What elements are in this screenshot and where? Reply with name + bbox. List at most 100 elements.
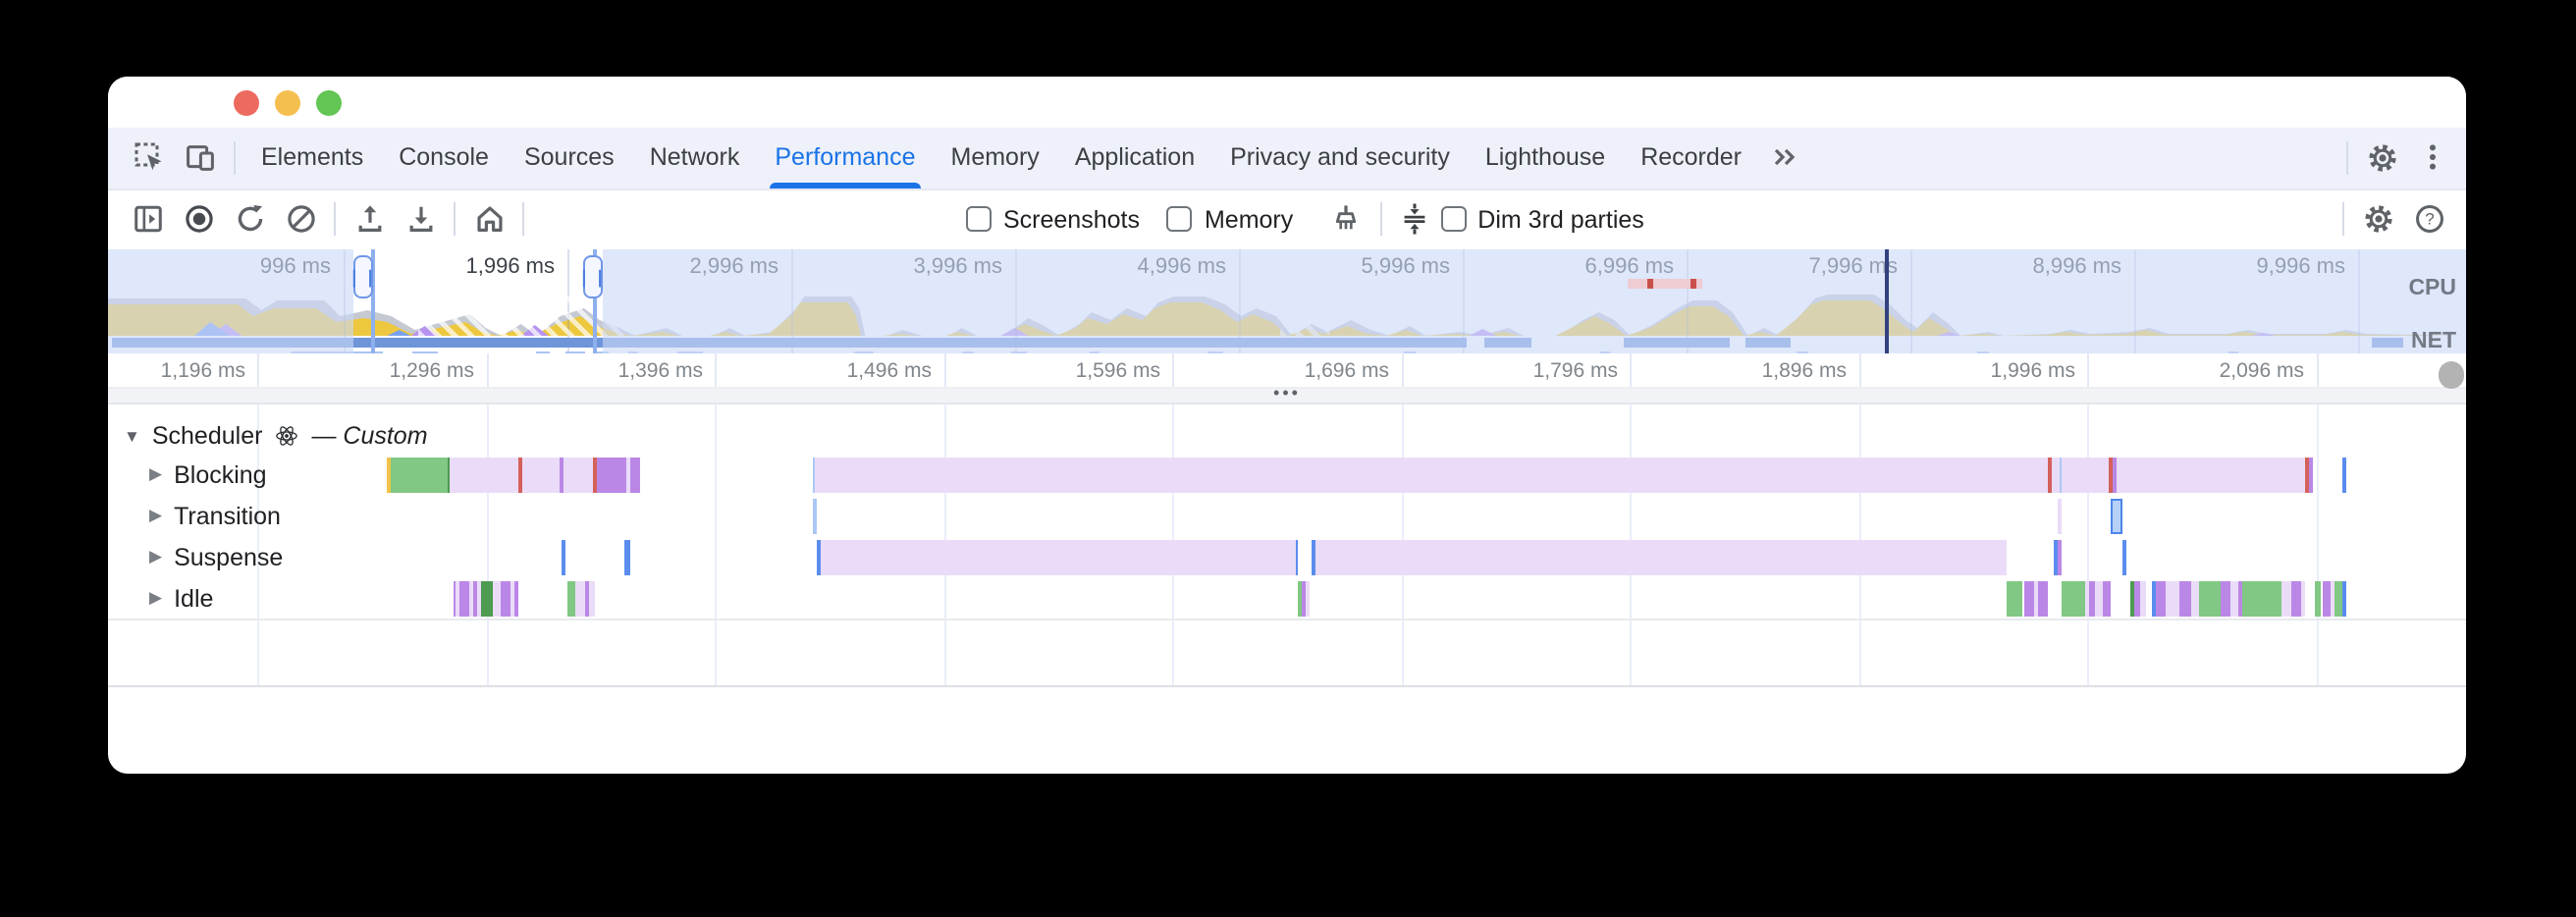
flame-segment-idle[interactable] xyxy=(2221,580,2230,616)
toggle-sidebar-icon[interactable] xyxy=(122,195,173,243)
collapse-flame-icon[interactable] xyxy=(1389,195,1440,243)
row-label-suspense[interactable]: ▶Suspense xyxy=(149,539,283,574)
flame-segment-blocking[interactable] xyxy=(592,457,596,492)
flame-segment-idle[interactable] xyxy=(477,580,481,616)
flame-segment-blocking[interactable] xyxy=(2047,457,2051,492)
flame-segment-idle[interactable] xyxy=(2084,580,2088,616)
tab-application[interactable]: Application xyxy=(1074,143,1196,172)
flame-segment-idle[interactable] xyxy=(2023,580,2034,616)
flame-segment-blocking[interactable] xyxy=(2342,457,2345,492)
dim-3rd-parties-checkbox[interactable] xyxy=(1440,206,1467,232)
flame-segment-idle[interactable] xyxy=(493,580,501,616)
inspect-element-icon[interactable] xyxy=(124,138,175,178)
upload-profile-icon[interactable] xyxy=(344,195,395,243)
flame-segment-suspense[interactable] xyxy=(1295,539,1298,574)
flame-segment-idle[interactable] xyxy=(2155,580,2165,616)
flame-segment-idle[interactable] xyxy=(2242,580,2281,616)
tab-elements[interactable]: Elements xyxy=(261,143,364,172)
flame-segment-idle[interactable] xyxy=(1306,580,1309,616)
flame-segment-transition[interactable] xyxy=(812,498,816,533)
flame-segment-suspense[interactable] xyxy=(2058,539,2061,574)
flame-segment-blocking[interactable] xyxy=(2304,457,2308,492)
flame-segment-suspense[interactable] xyxy=(2054,539,2058,574)
tab-console[interactable]: Console xyxy=(399,143,489,172)
flame-segment-transition[interactable] xyxy=(2110,498,2121,533)
flame-segment-idle[interactable] xyxy=(2300,580,2305,616)
flame-segment-transition[interactable] xyxy=(2058,498,2062,533)
tab-performance[interactable]: Performance xyxy=(757,128,933,189)
flame-segment-idle[interactable] xyxy=(2094,580,2102,616)
flame-segment-idle[interactable] xyxy=(2062,580,2084,616)
flame-segment-suspense[interactable] xyxy=(1311,539,1315,574)
flame-segment-blocking[interactable] xyxy=(2059,457,2062,492)
panel-resize-handle[interactable]: ••• xyxy=(108,383,2466,405)
flame-segment-idle[interactable] xyxy=(2290,580,2300,616)
flame-segment-blocking[interactable] xyxy=(815,457,2047,492)
tab-sources[interactable]: Sources xyxy=(523,143,615,172)
flame-segment-idle[interactable] xyxy=(2230,580,2238,616)
more-tabs-button[interactable] xyxy=(1759,144,1810,172)
expand-arrow-icon[interactable]: ▶ xyxy=(149,587,163,607)
flame-segment-idle[interactable] xyxy=(481,580,493,616)
flame-segment-idle[interactable] xyxy=(501,580,510,616)
flame-segment-idle[interactable] xyxy=(2334,580,2342,616)
tab-lighthouse[interactable]: Lighthouse xyxy=(1484,143,1606,172)
record-icon[interactable] xyxy=(173,195,224,243)
flame-segment-idle[interactable] xyxy=(2314,580,2321,616)
track-header-scheduler[interactable]: ▼ Scheduler — Custom xyxy=(124,422,428,450)
selection-right-handle[interactable]: ❘❘ xyxy=(577,255,607,298)
flame-segment-blocking[interactable] xyxy=(812,457,815,492)
flame-segment-idle[interactable] xyxy=(2281,580,2290,616)
flame-segment-idle[interactable] xyxy=(2038,580,2048,616)
flame-segment-blocking[interactable] xyxy=(629,457,639,492)
flame-segment-idle[interactable] xyxy=(2034,580,2038,616)
flame-segment-blocking[interactable] xyxy=(522,457,560,492)
tab-recorder[interactable]: Recorder xyxy=(1640,143,1743,172)
flame-segment-idle[interactable] xyxy=(2179,580,2191,616)
flame-segment-idle[interactable] xyxy=(2198,580,2221,616)
flame-segment-blocking[interactable] xyxy=(560,457,563,492)
flame-segment-suspense[interactable] xyxy=(820,539,1295,574)
flame-segment-idle[interactable] xyxy=(2006,580,2022,616)
flame-segment-blocking[interactable] xyxy=(447,457,450,492)
row-label-blocking[interactable]: ▶Blocking xyxy=(149,457,267,492)
device-toolbar-icon[interactable] xyxy=(175,138,226,178)
flame-segment-idle[interactable] xyxy=(2238,580,2241,616)
flame-segment-idle[interactable] xyxy=(589,580,594,616)
flame-segment-blocking[interactable] xyxy=(563,457,592,492)
flame-segment-idle[interactable] xyxy=(2133,580,2140,616)
flame-segment-idle[interactable] xyxy=(2331,580,2334,616)
row-label-idle[interactable]: ▶Idle xyxy=(149,580,213,616)
flame-segment-suspense[interactable] xyxy=(2121,539,2125,574)
close-window-button[interactable] xyxy=(234,89,259,115)
flame-segment-idle[interactable] xyxy=(584,580,589,616)
flame-segment-idle[interactable] xyxy=(469,580,472,616)
flame-segment-blocking[interactable] xyxy=(450,457,518,492)
flame-segment-blocking[interactable] xyxy=(387,457,391,492)
flame-segment-idle[interactable] xyxy=(514,580,518,616)
flame-segment-idle[interactable] xyxy=(2323,580,2331,616)
flame-segment-blocking[interactable] xyxy=(2117,457,2304,492)
flame-segment-blocking[interactable] xyxy=(596,457,626,492)
flame-segment-idle[interactable] xyxy=(2140,580,2146,616)
flame-segment-suspense[interactable] xyxy=(817,539,820,574)
flame-segment-idle[interactable] xyxy=(2191,580,2198,616)
row-label-transition[interactable]: ▶Transition xyxy=(149,498,281,533)
download-profile-icon[interactable] xyxy=(395,195,446,243)
flame-segment-idle[interactable] xyxy=(2152,580,2155,616)
flame-segment-idle[interactable] xyxy=(1302,580,1306,616)
help-icon[interactable]: ? xyxy=(2403,195,2454,243)
panel-settings-gear-icon[interactable] xyxy=(2352,195,2403,243)
clear-icon[interactable] xyxy=(275,195,326,243)
flame-segment-blocking[interactable] xyxy=(2051,457,2059,492)
scrollbar-thumb[interactable] xyxy=(2439,361,2464,389)
reload-and-record-icon[interactable] xyxy=(224,195,275,243)
flame-segment-idle[interactable] xyxy=(574,580,584,616)
flame-chart-tracks[interactable]: ▼ Scheduler — Custom ▶Blocking ▶Transitio… xyxy=(108,405,2466,687)
flame-segment-blocking[interactable] xyxy=(518,457,522,492)
more-options-icon[interactable] xyxy=(2407,135,2458,182)
flame-segment-idle[interactable] xyxy=(2130,580,2133,616)
zoom-window-button[interactable] xyxy=(316,89,342,115)
flame-segment-blocking[interactable] xyxy=(2112,457,2117,492)
selection-left-handle[interactable]: ❘❘ xyxy=(348,255,377,298)
